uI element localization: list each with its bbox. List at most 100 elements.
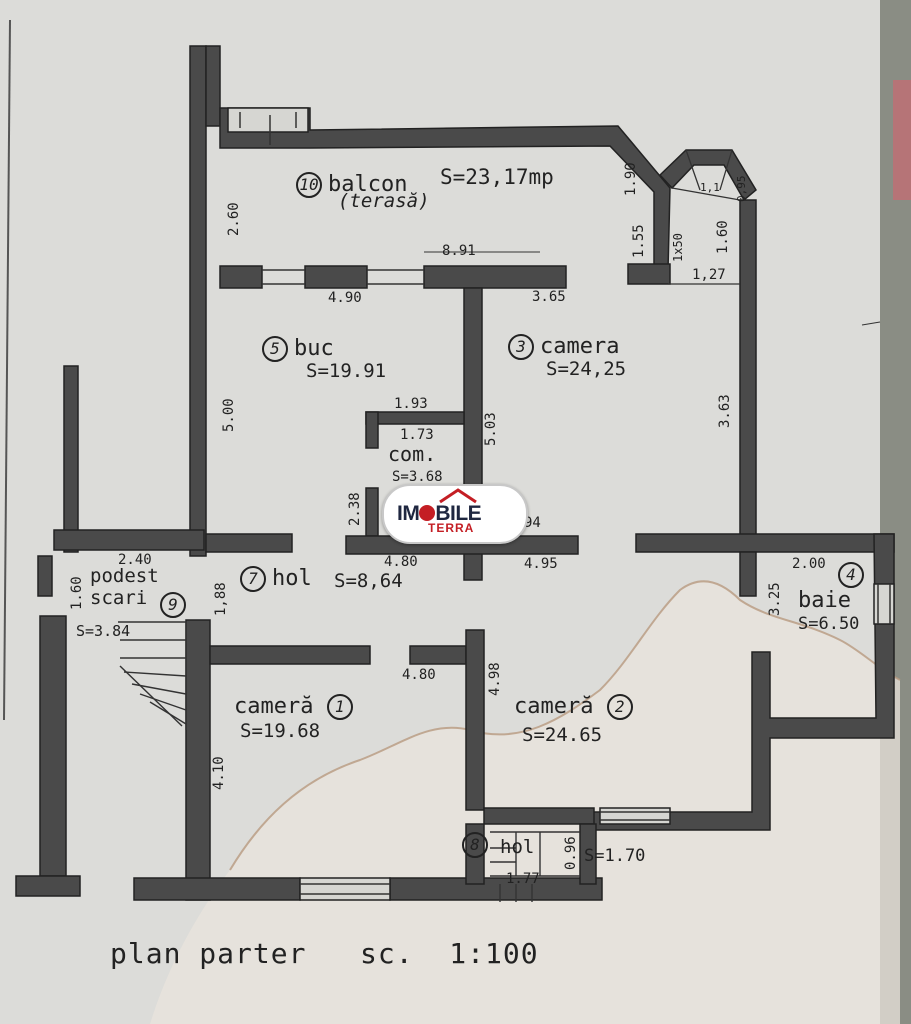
dim-94: 94 <box>524 515 541 531</box>
bay-lines <box>668 149 741 285</box>
room-label-hol-8: hol <box>500 836 535 858</box>
dim-5-03: 5.03 <box>483 412 499 446</box>
balcony-window <box>227 107 309 133</box>
dim-2-60: 2.60 <box>226 202 242 236</box>
watermark-logo: IM BILE TERRA <box>382 484 528 544</box>
dim-1-93: 1.93 <box>394 396 428 412</box>
wall-hol8-right <box>579 823 597 885</box>
wall-bottom-2 <box>389 877 603 901</box>
room-name: buc <box>294 336 334 361</box>
room-note-balcon: (terasă) <box>338 190 430 212</box>
room-number-badge: 7 <box>240 566 266 592</box>
room-name: balcon <box>328 172 408 197</box>
room-number-badge: 9 <box>160 592 186 618</box>
wall-bay-base <box>627 263 671 285</box>
dim-1-27: 1,27 <box>692 267 726 283</box>
cam2-window <box>599 807 671 825</box>
dim-1-77: 1.77 <box>506 871 540 887</box>
wall-stair-top <box>53 529 205 551</box>
dim-4-80-mid: 4.80 <box>384 554 418 570</box>
room-name: cameră <box>514 694 594 719</box>
room-number-badge: 3 <box>508 334 534 360</box>
dimension-lines <box>424 251 881 326</box>
dim-1-73: 1.73 <box>400 427 434 443</box>
dim-1-88: 1,88 <box>213 582 229 616</box>
wall-stair-left <box>37 555 53 597</box>
room-area-hol-7: S=8,64 <box>334 570 403 592</box>
logo-o-dot <box>419 505 436 521</box>
dim-2-38: 2.38 <box>347 492 363 526</box>
room-label-baie: baie <box>798 588 851 613</box>
wall-stair-lower <box>39 615 67 877</box>
wall-cam2-top <box>409 645 467 665</box>
wall-row-2 <box>304 265 368 289</box>
wall-cam2-left <box>465 629 485 811</box>
wall-baie-left <box>739 551 757 597</box>
room-number-badge: 4 <box>838 562 864 588</box>
stairs-hol8 <box>490 831 580 902</box>
logo-text-b: BILE <box>435 502 482 525</box>
baie-window <box>873 583 895 625</box>
dim-2-00: 2.00 <box>792 556 826 572</box>
room-label-com: com. <box>388 442 437 466</box>
dim-5-00: 5.00 <box>221 398 237 432</box>
wall-row-1 <box>219 265 263 289</box>
margin-line <box>3 19 11 721</box>
dim-1-60-right: 1.60 <box>715 220 731 254</box>
room-area-camera-1: S=19.68 <box>240 720 321 742</box>
room-area-camera-3: S=24,25 <box>546 358 627 380</box>
wall-mid-left <box>205 533 293 553</box>
room-area-com: S=3.68 <box>392 469 443 485</box>
room-area-hol-8: S=1.70 <box>584 846 646 866</box>
wall-bottom-left <box>15 875 81 897</box>
wall-com-left <box>365 411 379 449</box>
wall-left-top <box>205 45 221 127</box>
water-stain <box>150 581 900 1024</box>
room-name: cameră <box>234 694 314 719</box>
dim-1-1: 1,1 <box>700 181 720 194</box>
logo-subtext: TERRA <box>428 521 475 535</box>
room-label-camera-2: cameră 2 <box>514 694 639 720</box>
room-name: camera <box>540 334 620 359</box>
dim-0-96: 0.96 <box>563 836 579 870</box>
wall-mid-right <box>635 533 895 553</box>
room-area-buc: S=19.91 <box>306 360 387 382</box>
room-label-camera-1: cameră 1 <box>234 694 359 720</box>
dim-1-90: 1.90 <box>623 162 639 196</box>
dim-4-98: 4.98 <box>487 662 503 696</box>
dim-3-63: 3.63 <box>717 394 733 428</box>
wall-cam2-bottom <box>483 807 595 825</box>
dim-4-80-low: 4.80 <box>402 667 436 683</box>
house-roof-icon <box>439 488 477 504</box>
room-number-hol-8: 8 <box>462 832 494 858</box>
room-number-baie: 4 <box>838 562 870 588</box>
dim-1-60-left: 1.60 <box>69 576 85 610</box>
dim-4-95: 4.95 <box>524 556 558 572</box>
dim-8-91: 8.91 <box>442 243 476 259</box>
dim-0-95: 0,95 <box>735 175 748 203</box>
room-number-podest: 9 <box>160 592 192 618</box>
room-number-badge: 8 <box>462 832 488 858</box>
wall-cam1-top <box>209 645 371 665</box>
window-lines <box>239 112 891 895</box>
room-area-balcon: S=23,17mp <box>440 165 554 189</box>
logo-wordmark: IM BILE <box>397 502 482 526</box>
room-number-badge: 10 <box>296 172 322 198</box>
wall-left-main <box>189 45 207 557</box>
dim-2-40: 2.40 <box>118 552 152 568</box>
wall-com-left-low <box>365 487 379 537</box>
room-number-badge: 1 <box>326 694 353 720</box>
dim-4-90-top: 4.90 <box>328 290 362 306</box>
room-area-podest: S=3.84 <box>76 622 131 640</box>
room-number-badge: 5 <box>262 336 288 362</box>
logo-text-a: IM <box>397 502 420 525</box>
wall-right <box>739 199 757 541</box>
water-stain-edge <box>229 580 901 871</box>
room-area-camera-2: S=24.65 <box>522 724 603 746</box>
stairs-left <box>118 621 187 730</box>
